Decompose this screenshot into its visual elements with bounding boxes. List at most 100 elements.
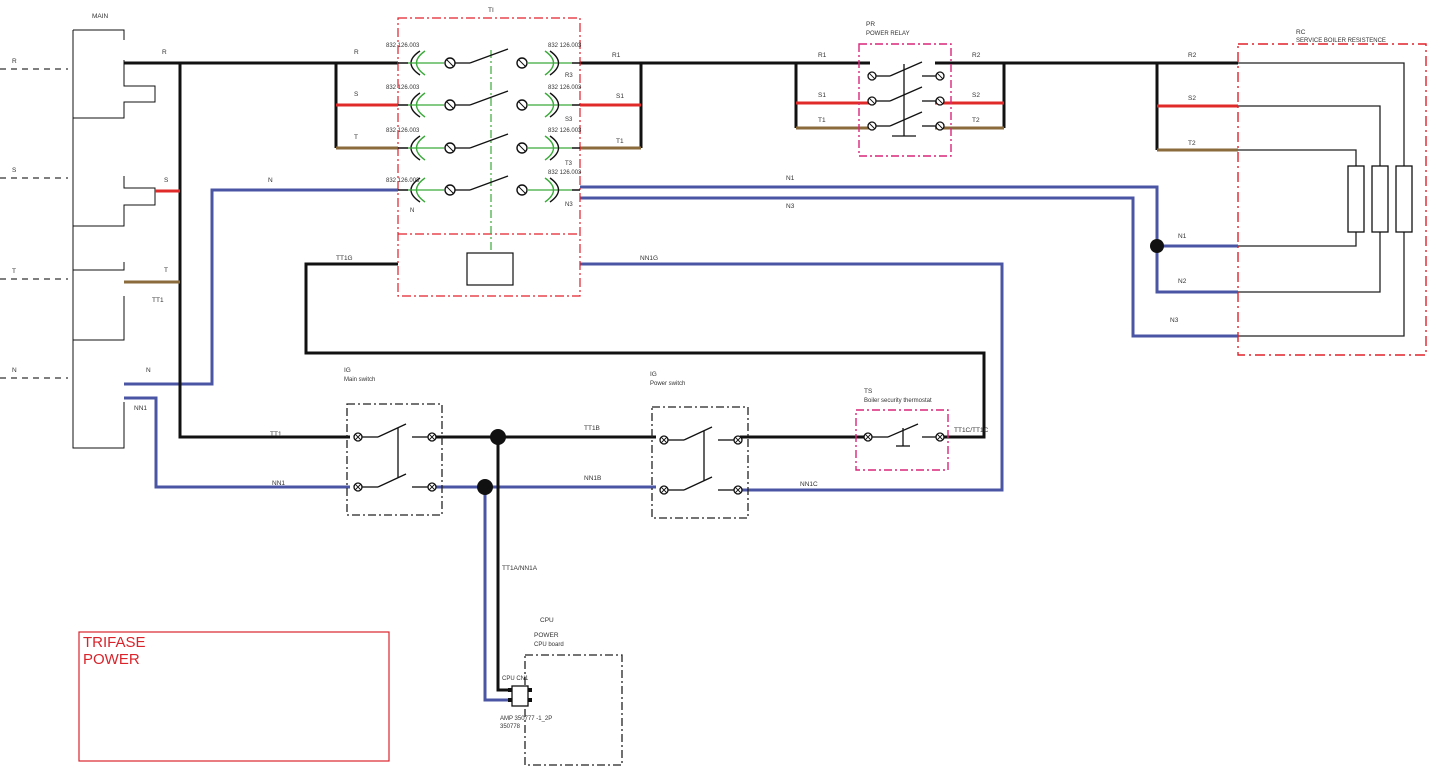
wire-label-r1: R1	[612, 52, 621, 59]
ts-boiler-thermostat: TS Boiler security thermostat	[855, 388, 949, 471]
ti-in-label-r: R	[354, 49, 359, 56]
cpu-part-1: AMP 350777 -1_2P	[500, 716, 552, 722]
ti-in-code-3: 832 126.003	[386, 128, 420, 134]
phase-t-wires: T T T1 T1 T2 T2	[124, 117, 1357, 284]
ig-power-phase-label: TT1B	[584, 425, 600, 432]
control-wires: TT1 TT1 NN1 TT1B NN1B NN1C TT1G NN1G TT1…	[152, 255, 1004, 702]
resistor-2	[1371, 165, 1389, 233]
ti-neutral-wire-label: N	[268, 177, 273, 184]
ig-main-phase-label: TT1	[270, 431, 282, 438]
pr-terminal-cross-2-1	[868, 97, 876, 105]
rc-neutral-n3: N3	[1170, 317, 1179, 324]
ti-label: TI	[488, 7, 494, 14]
phase-s-wires: S S S1 S1 S2 S2	[155, 91, 1381, 193]
pr-terminal-cross-1-1	[868, 72, 876, 80]
ti-switch-blade-2	[469, 90, 509, 106]
ti-out-code-4: 832 126.003	[548, 170, 582, 176]
pr-out-label-r2: R2	[972, 52, 981, 59]
pr-blade-1	[889, 61, 923, 77]
title-line-1: TRIFASE	[83, 634, 146, 651]
pr-blade-2	[889, 86, 923, 102]
cpu-desc1: POWER	[534, 632, 559, 639]
wire-label-r: R	[162, 49, 167, 56]
wire-label-t: T	[164, 267, 168, 274]
pr-desc: POWER RELAY	[866, 31, 910, 37]
pr-terminal-cross-3-1	[868, 122, 876, 130]
pr-out-label-s2: S2	[972, 92, 980, 99]
ti-right-fork-1	[544, 50, 555, 76]
rc-boiler-resistence: RC SERVICE BOILER RESISTENCE	[1237, 29, 1427, 356]
resistor-1	[1347, 165, 1365, 233]
ti-switch-blade-3	[469, 133, 509, 149]
pr-terminal-cross-2-2	[936, 97, 944, 105]
ti-switch-blade-4	[469, 175, 509, 191]
ti-out-code-1: 832 126.003	[548, 43, 582, 49]
ti-right-fork-4	[544, 177, 555, 203]
phase-r-wires: R R R1 R1 R2 R2	[124, 49, 1405, 285]
wire-label-n: N	[146, 367, 151, 374]
ti-coil	[466, 252, 514, 286]
rc-in-label-t2: T2	[1188, 140, 1196, 147]
ts-label: TS	[864, 388, 873, 395]
ig-power-switch: IG Power switch	[650, 371, 749, 519]
ig-power-desc: Power switch	[650, 381, 685, 387]
ig-power-neutral-label: NN1B	[584, 475, 601, 482]
cpu-power-board: CPU POWER CPU board CPU CN1 AMP 350777 -…	[500, 617, 623, 766]
wire-label-tt1: TT1	[152, 297, 164, 304]
ti-right-fork-2	[544, 92, 555, 118]
pr-in-label-t1: T1	[818, 117, 826, 124]
ti-right-connector-2	[549, 92, 580, 118]
ti-right-terminal-cross-4	[518, 186, 526, 194]
pr-blade-3	[889, 111, 923, 127]
ti-in-label-n: N	[410, 208, 414, 214]
ti-control-out-label: TT1G	[336, 255, 353, 262]
wire-label-n1: N1	[786, 175, 795, 182]
ti-right-connector-3	[549, 135, 580, 161]
rc-label: RC	[1296, 29, 1306, 36]
input-label-r: R	[12, 58, 17, 65]
ti-right-terminal-cross-2	[518, 101, 526, 109]
rc-neutral-n1: N1	[1178, 233, 1187, 240]
cpu-connector-label: CPU CN1	[502, 676, 529, 682]
rc-in-label-s2: S2	[1188, 95, 1196, 102]
resistor-3	[1395, 165, 1413, 233]
title-line-2: POWER	[83, 651, 140, 668]
wire-label-s1: S1	[616, 93, 624, 100]
ti-right-terminal-cross-3	[518, 144, 526, 152]
ti-left-terminal-cross-4	[446, 186, 454, 194]
ti-right-terminal-cross-1	[518, 59, 526, 67]
pr-terminal-cross-3-2	[936, 122, 944, 130]
pr-label: PR	[866, 21, 875, 28]
main-terminal-block: MAIN R S T N	[0, 13, 156, 449]
cpu-label: CPU	[540, 617, 554, 624]
wire-label-t1: T1	[616, 138, 624, 145]
ti-in-code-4: 832 126.003	[386, 178, 420, 184]
pr-in-label-s1: S1	[818, 92, 826, 99]
ti-right-connector-4	[549, 177, 580, 203]
rc-in-label-r2: R2	[1188, 52, 1197, 59]
wire-label-s: S	[164, 177, 169, 184]
cpu-part-2: 350778	[500, 724, 521, 730]
control-junction-dot	[490, 429, 506, 445]
ti-out-label-r3: R3	[565, 73, 573, 79]
ig-main-desc: Main switch	[344, 377, 375, 383]
title-box: TRIFASE POWER	[78, 631, 390, 762]
ti-in-code-1: 832 126.003	[386, 43, 420, 49]
input-label-n: N	[12, 367, 17, 374]
ti-switch-block: TI 832 126.003 832 126.003 832 126.003 8…	[386, 7, 582, 297]
ti-in-code-2: 832 126.003	[386, 85, 420, 91]
neutral-junction-dot	[1150, 239, 1164, 253]
input-label-s: S	[12, 167, 17, 174]
input-label-t: T	[12, 268, 16, 275]
ti-out-label-n3: N3	[565, 202, 573, 208]
ts-out-label: TT1C/TT1C	[954, 427, 989, 434]
cpu-connector	[511, 685, 529, 707]
ti-right-connector-1	[549, 50, 580, 76]
main-label: MAIN	[92, 13, 109, 20]
ti-switch-blade-1	[469, 48, 509, 64]
neutral-wires: N N NN1 N1 N3 N1 N2 N3	[124, 175, 1405, 489]
neutral-control-junction-dot	[477, 479, 493, 495]
ti-right-fork-3	[544, 135, 555, 161]
cpu-desc2: CPU board	[534, 642, 564, 648]
